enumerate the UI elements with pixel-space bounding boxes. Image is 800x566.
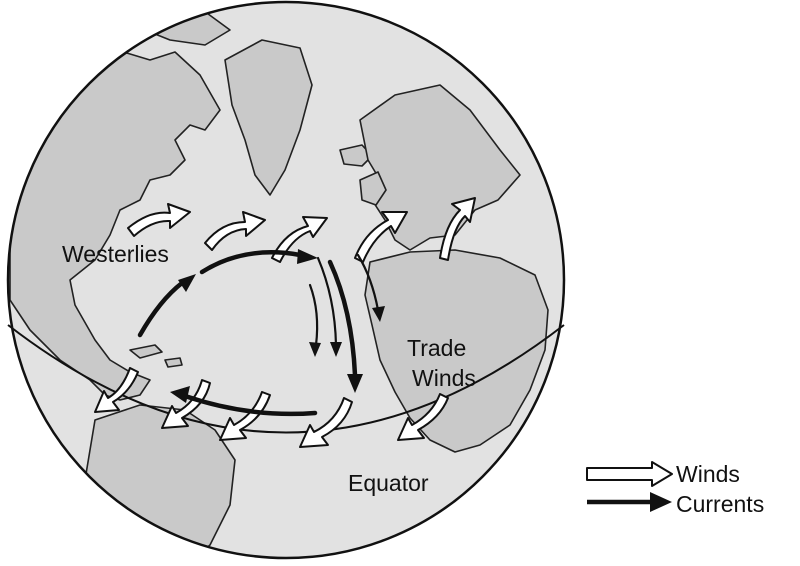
landmass-iceland bbox=[339, 144, 373, 167]
wind-arrow bbox=[161, 379, 211, 429]
wind-arrow bbox=[204, 211, 266, 251]
current-gulf-stream bbox=[137, 280, 185, 338]
wind-arrow bbox=[397, 393, 449, 441]
landmass-caribbean bbox=[129, 344, 183, 368]
landmass-africa bbox=[364, 249, 549, 453]
current-arrowhead bbox=[347, 374, 363, 393]
wind-arrow bbox=[354, 211, 408, 263]
legend: Winds Currents bbox=[586, 461, 764, 517]
wind-arrow bbox=[94, 367, 139, 413]
wind-arrow bbox=[299, 397, 353, 448]
current-arrowhead bbox=[372, 306, 385, 322]
current-arrowhead bbox=[170, 386, 190, 403]
current-canary bbox=[327, 259, 358, 378]
current-arrowhead bbox=[297, 249, 318, 264]
wind-arrow bbox=[127, 203, 191, 237]
current-north-equatorial bbox=[182, 393, 318, 417]
globe-outline bbox=[6, 0, 566, 560]
landmass-british-isles bbox=[359, 171, 387, 206]
current-arrowhead bbox=[330, 342, 342, 357]
label-equator: Equator bbox=[348, 470, 429, 496]
label-westerlies: Westerlies bbox=[62, 241, 169, 267]
label-trade-winds-line2: Winds bbox=[412, 365, 476, 391]
current-arrowhead bbox=[178, 274, 196, 292]
landmass-greenland bbox=[224, 39, 313, 196]
current-arrows bbox=[137, 249, 385, 417]
equator-line bbox=[7, 324, 565, 434]
label-trade-winds-line1: Trade bbox=[407, 335, 466, 361]
current-branch bbox=[356, 253, 380, 312]
legend-currents-icon bbox=[587, 492, 672, 512]
legend-winds-icon bbox=[586, 461, 673, 487]
legend-currents-label: Currents bbox=[676, 491, 764, 517]
current-north-atlantic bbox=[199, 250, 303, 275]
current-branch bbox=[316, 256, 338, 347]
current-arrowhead bbox=[309, 342, 321, 357]
globe bbox=[6, 0, 566, 560]
current-branch bbox=[308, 283, 319, 347]
wind-arrow bbox=[439, 197, 476, 261]
legend-winds-label: Winds bbox=[676, 461, 740, 487]
